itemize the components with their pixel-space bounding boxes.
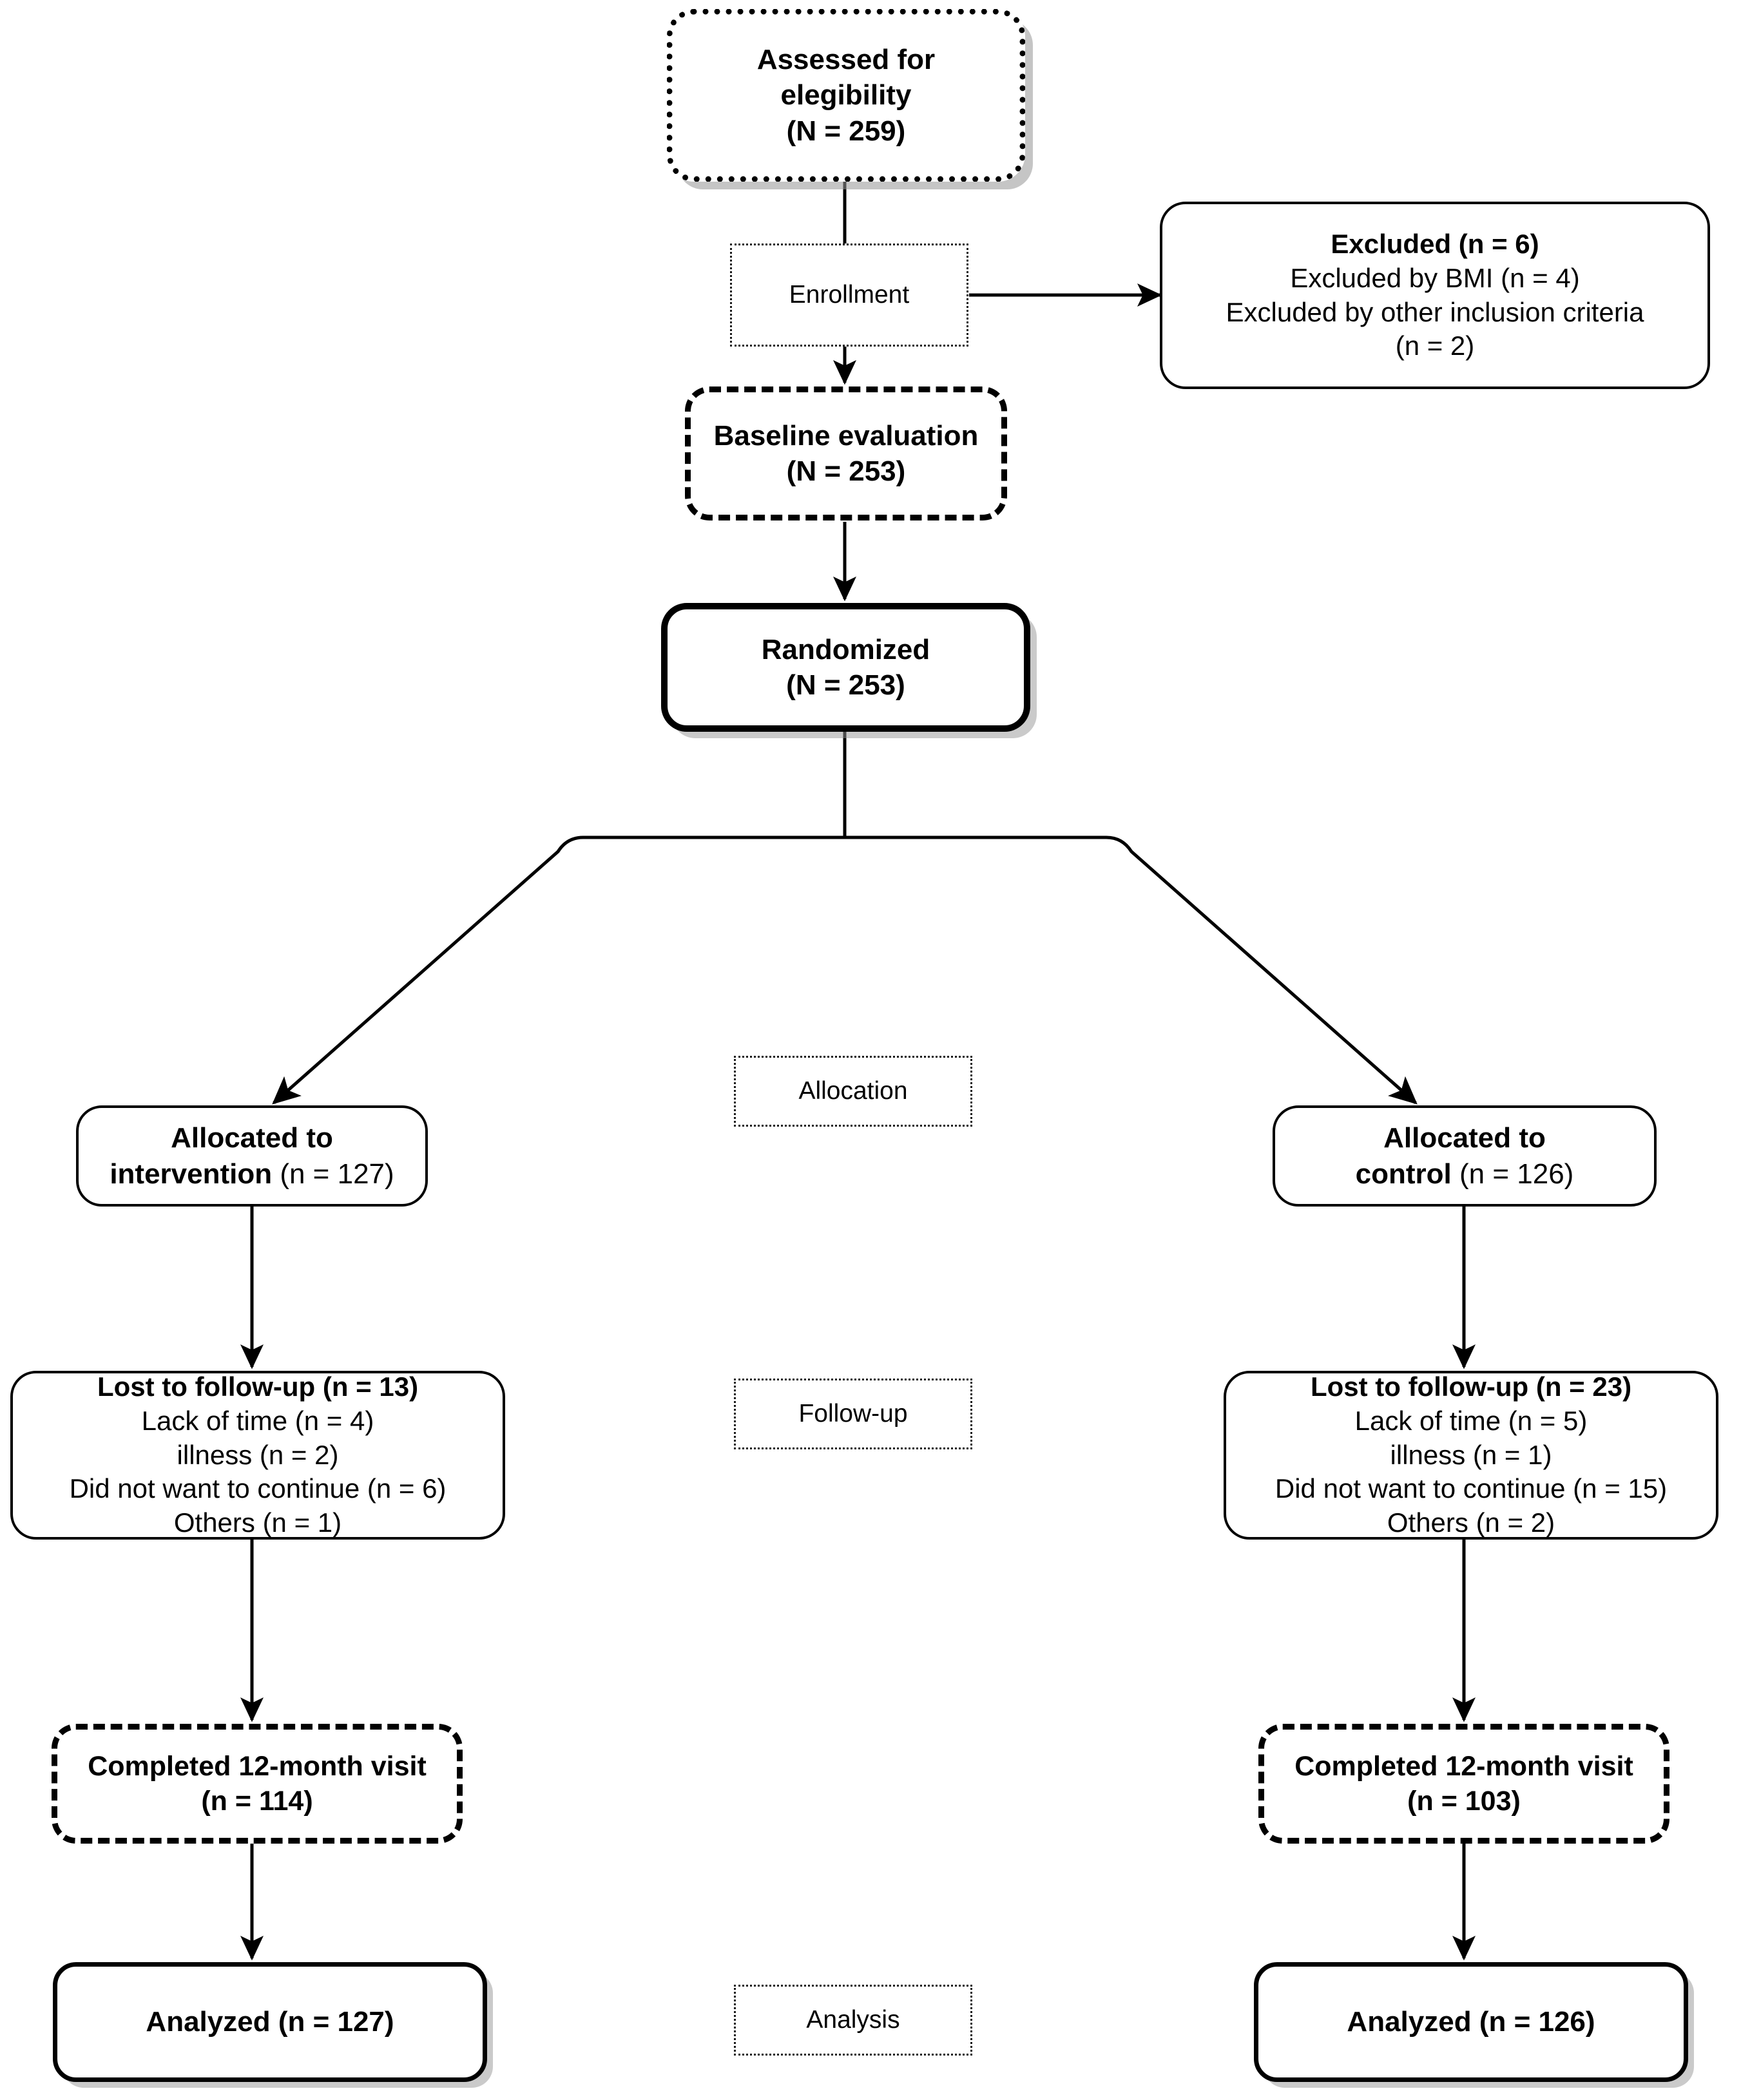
node-lost-followup-control: Lost to follow-up (n = 23) Lack of time …	[1224, 1371, 1718, 1540]
lost-control-line-1: Lost to follow-up (n = 23)	[1310, 1371, 1632, 1402]
excluded-line-3: Excluded by other inclusion criteria	[1226, 296, 1644, 327]
phase-label-enrollment: Enrollment	[730, 243, 968, 347]
lost-control-line-5: Others (n = 2)	[1387, 1507, 1555, 1538]
assessed-line-1: Assessed for	[756, 43, 936, 75]
alloc-intervention-bold: intervention	[110, 1158, 273, 1190]
alloc-control-line-2: control (n = 126)	[1356, 1156, 1574, 1192]
node-completed-visit-intervention: Completed 12-month visit (n = 114)	[52, 1724, 463, 1844]
node-allocated-control: Allocated to control (n = 126)	[1273, 1105, 1657, 1207]
excluded-line-4: (n = 2)	[1395, 330, 1475, 361]
completed-intervention-line-1: Completed 12-month visit	[88, 1750, 427, 1782]
lost-intervention-line-4: Did not want to continue (n = 6)	[69, 1473, 447, 1504]
randomized-line-1: Randomized	[761, 633, 930, 665]
lost-intervention-line-2: Lack of time (n = 4)	[141, 1405, 374, 1436]
phase-label-allocation: Allocation	[734, 1056, 972, 1127]
excluded-line-1: Excluded (n = 6)	[1331, 228, 1539, 259]
analyzed-control-line-1: Analyzed (n = 126)	[1347, 2006, 1595, 2038]
alloc-control-line-1: Allocated to	[1383, 1122, 1546, 1154]
node-completed-visit-control: Completed 12-month visit (n = 103)	[1258, 1724, 1669, 1844]
alloc-intervention-line-2: intervention (n = 127)	[110, 1156, 394, 1192]
alloc-control-bold: control	[1355, 1158, 1452, 1190]
lost-intervention-line-3: illness (n = 2)	[177, 1439, 339, 1470]
alloc-intervention-count: (n = 127)	[272, 1158, 394, 1190]
node-randomized: Randomized (N = 253)	[661, 603, 1030, 732]
node-allocated-intervention: Allocated to intervention (n = 127)	[76, 1105, 428, 1207]
phase-followup-text: Follow-up	[798, 1400, 908, 1427]
lost-control-line-3: illness (n = 1)	[1390, 1439, 1552, 1470]
node-lost-followup-intervention: Lost to follow-up (n = 13) Lack of time …	[10, 1371, 505, 1540]
completed-control-line-1: Completed 12-month visit	[1294, 1750, 1633, 1782]
node-baseline-evaluation: Baseline evaluation (N = 253)	[685, 387, 1007, 520]
baseline-line-1: Baseline evaluation	[713, 419, 979, 452]
node-assessed-for-eligibility: Assessed for elegibility (N = 259)	[667, 9, 1025, 182]
assessed-line-2: elegibility	[780, 79, 912, 111]
lost-control-line-2: Lack of time (n = 5)	[1354, 1405, 1588, 1436]
completed-intervention-line-2: (n = 114)	[201, 1786, 313, 1817]
assessed-line-3: (N = 259)	[786, 115, 906, 147]
node-analyzed-intervention: Analyzed (n = 127)	[53, 1962, 487, 2082]
node-excluded: Excluded (n = 6) Excluded by BMI (n = 4)…	[1160, 202, 1710, 389]
baseline-line-2: (N = 253)	[786, 455, 906, 487]
analyzed-intervention-line-1: Analyzed (n = 127)	[146, 2006, 394, 2038]
node-analyzed-control: Analyzed (n = 126)	[1254, 1962, 1688, 2082]
phase-analysis-text: Analysis	[806, 2006, 900, 2034]
lost-intervention-line-1: Lost to follow-up (n = 13)	[97, 1371, 419, 1402]
phase-label-analysis: Analysis	[734, 1985, 972, 2056]
alloc-intervention-line-1: Allocated to	[171, 1122, 333, 1154]
phase-allocation-text: Allocation	[798, 1077, 908, 1105]
excluded-line-2: Excluded by BMI (n = 4)	[1290, 262, 1580, 293]
completed-control-line-2: (n = 103)	[1407, 1786, 1521, 1817]
alloc-control-count: (n = 126)	[1451, 1158, 1574, 1190]
randomized-line-2: (N = 253)	[786, 669, 905, 701]
lost-control-line-4: Did not want to continue (n = 15)	[1274, 1473, 1668, 1504]
lost-intervention-line-5: Others (n = 1)	[173, 1507, 342, 1538]
phase-label-followup: Follow-up	[734, 1379, 972, 1449]
phase-enrollment-text: Enrollment	[789, 281, 910, 309]
